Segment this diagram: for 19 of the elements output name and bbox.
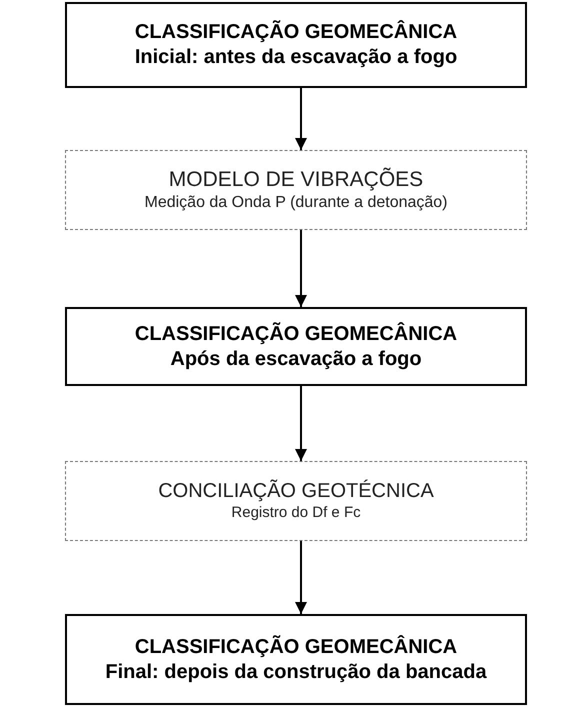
dashed-process-box xyxy=(65,461,527,541)
box-title: CLASSIFICAÇÃO GEOMECÂNICA xyxy=(134,322,458,346)
box-subtitle: Medição da Onda P (durante a detonação) xyxy=(144,193,448,214)
box-title: MODELO DE VIBRAÇÕES xyxy=(168,166,424,193)
arrow xyxy=(295,541,307,614)
arrow xyxy=(295,88,307,150)
box-subtitle: Registro do Df e Fc xyxy=(231,504,361,523)
box-title: CLASSIFICAÇÃO GEOMECÂNICA xyxy=(134,20,458,45)
process-box xyxy=(65,614,527,705)
process-box xyxy=(65,2,527,88)
box-subtitle: Final: depois da construção da bancada xyxy=(105,660,487,684)
process-box xyxy=(65,307,527,386)
dashed-process-box xyxy=(65,150,527,230)
arrow xyxy=(295,386,307,461)
box-title: CONCILIAÇÃO GEOTÉCNICA xyxy=(158,479,434,504)
box-subtitle: Após da escavação a fogo xyxy=(170,346,422,372)
arrow xyxy=(295,230,307,307)
box-subtitle: Inicial: antes da escavação a fogo xyxy=(134,45,458,70)
box-title: CLASSIFICAÇÃO GEOMECÂNICA xyxy=(134,634,458,660)
